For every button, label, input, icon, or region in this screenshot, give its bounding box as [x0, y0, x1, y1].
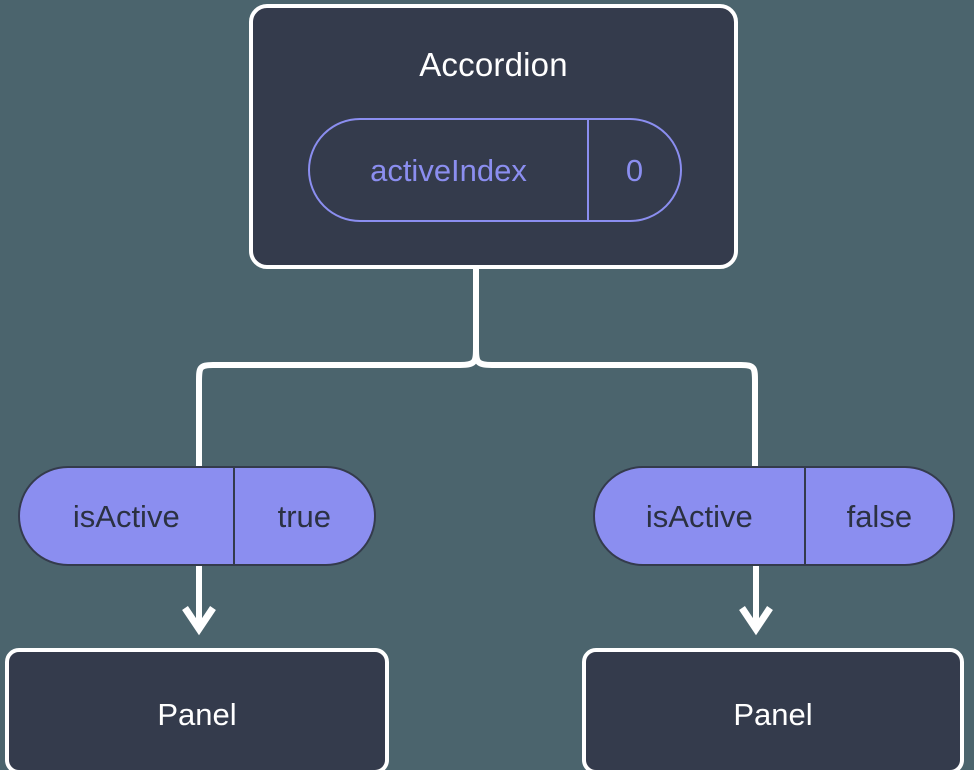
prop-pill-isactive-true-key: isActive — [72, 498, 180, 534]
prop-pill-isactive-false-value: false — [803, 468, 953, 564]
prop-pill-isactive-false-key: isActive — [645, 498, 753, 534]
node-panel-right[interactable]: Panel — [582, 648, 964, 770]
prop-pill-isactive-true[interactable]: isActive true — [18, 466, 376, 566]
state-pill-activeindex-key: activeIndex — [370, 152, 527, 188]
arrowhead-right — [739, 606, 773, 636]
arrowhead-left — [182, 606, 216, 636]
node-panel-right-title: Panel — [733, 696, 813, 732]
state-pill-activeindex[interactable]: activeIndex 0 — [308, 118, 682, 222]
prop-pill-isactive-false[interactable]: isActive false — [593, 466, 955, 566]
prop-pill-isactive-true-value: true — [232, 468, 374, 564]
node-panel-left[interactable]: Panel — [5, 648, 389, 770]
edge-root-to-right — [473, 269, 758, 470]
edge-root-to-left — [196, 344, 479, 470]
node-panel-left-title: Panel — [157, 696, 237, 732]
node-accordion-title: Accordion — [419, 46, 568, 83]
state-pill-activeindex-value: 0 — [586, 120, 680, 220]
